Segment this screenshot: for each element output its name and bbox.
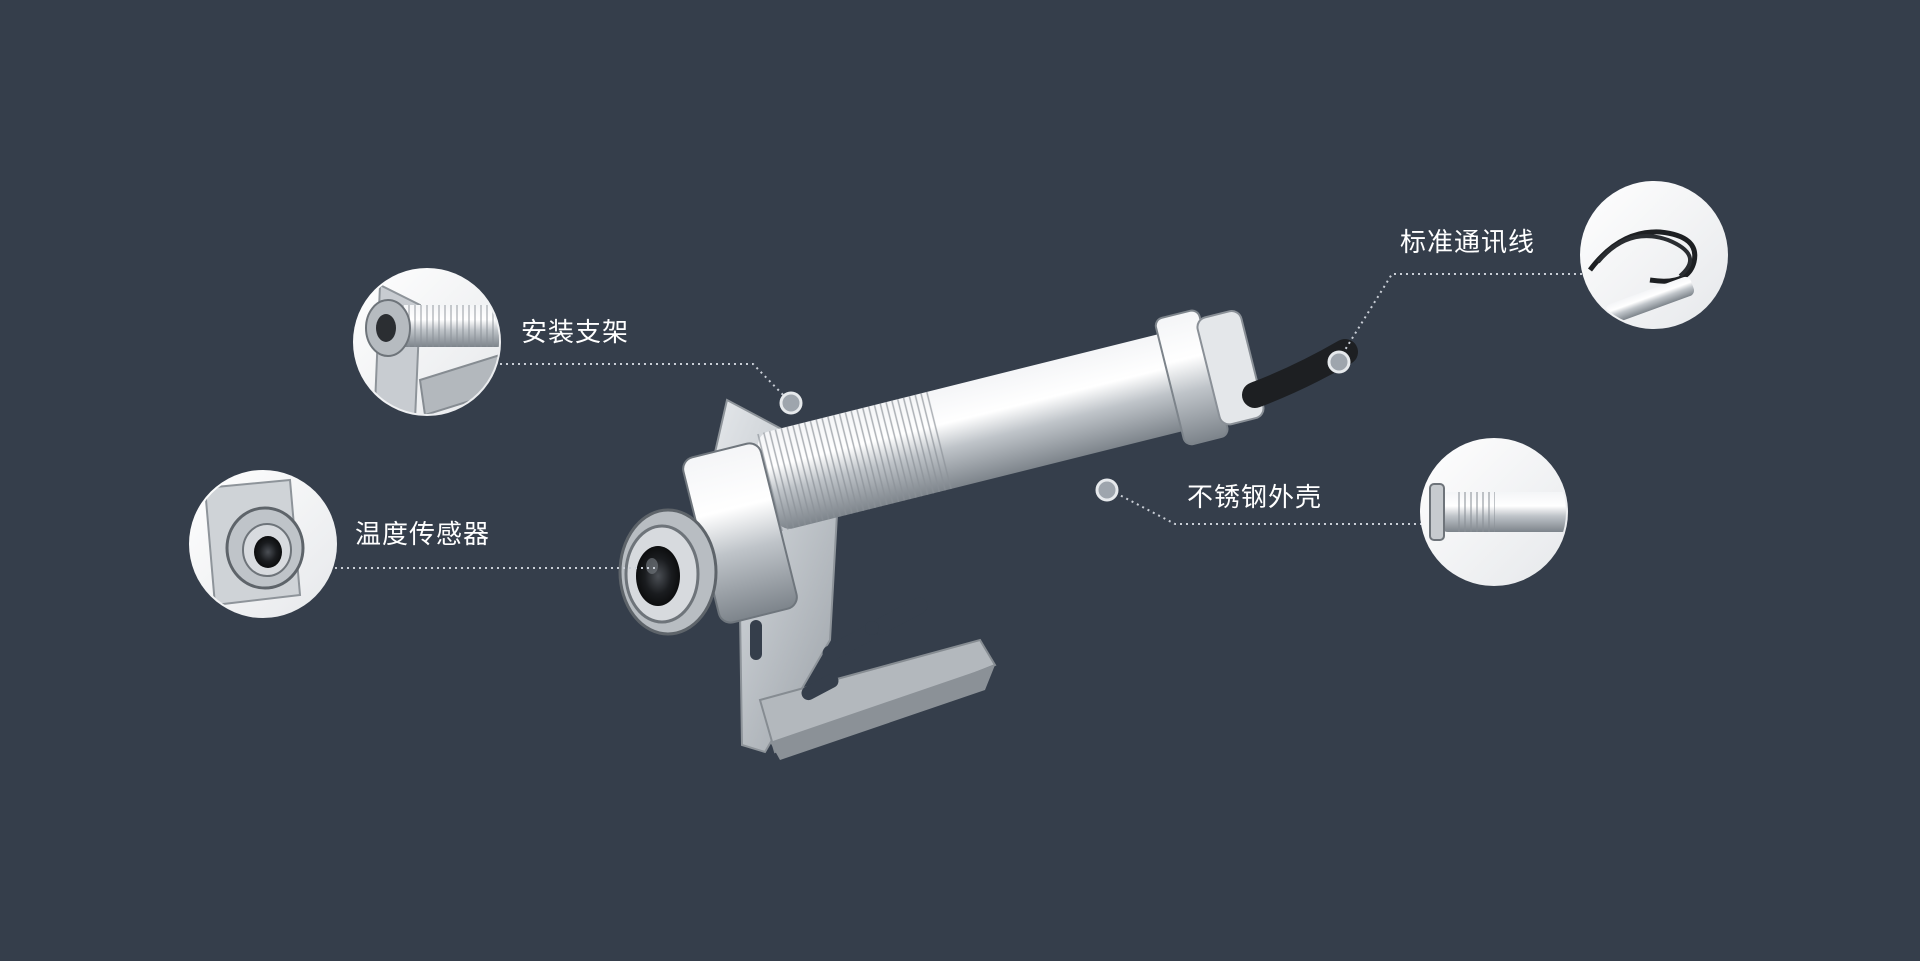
anchor-dot-cable (1327, 350, 1351, 374)
anchor-dots (779, 350, 1351, 502)
leader-bracket (500, 363, 791, 403)
callout-label-cable: 标准通讯线 (1400, 228, 1536, 258)
sensor-lens-thumbnail (189, 470, 337, 618)
mounting-bracket-thumbnail (353, 268, 501, 416)
sensor-head (618, 442, 798, 636)
callout-label-sensor: 温度传感器 (355, 520, 491, 550)
callout-label-shell: 不锈钢外壳 (1187, 483, 1323, 513)
leader-shell (1109, 489, 1422, 525)
leader-lines (335, 273, 1582, 569)
cable-thumbnail (1580, 181, 1728, 329)
sensor-product-image (618, 309, 1358, 760)
anchor-dot-bracket (779, 391, 803, 415)
callout-label-bracket: 安装支架 (521, 318, 630, 348)
stainless-shell-thumbnail (1420, 438, 1568, 586)
anchor-dot-shell (1095, 478, 1119, 502)
leader-cable (1339, 273, 1582, 359)
